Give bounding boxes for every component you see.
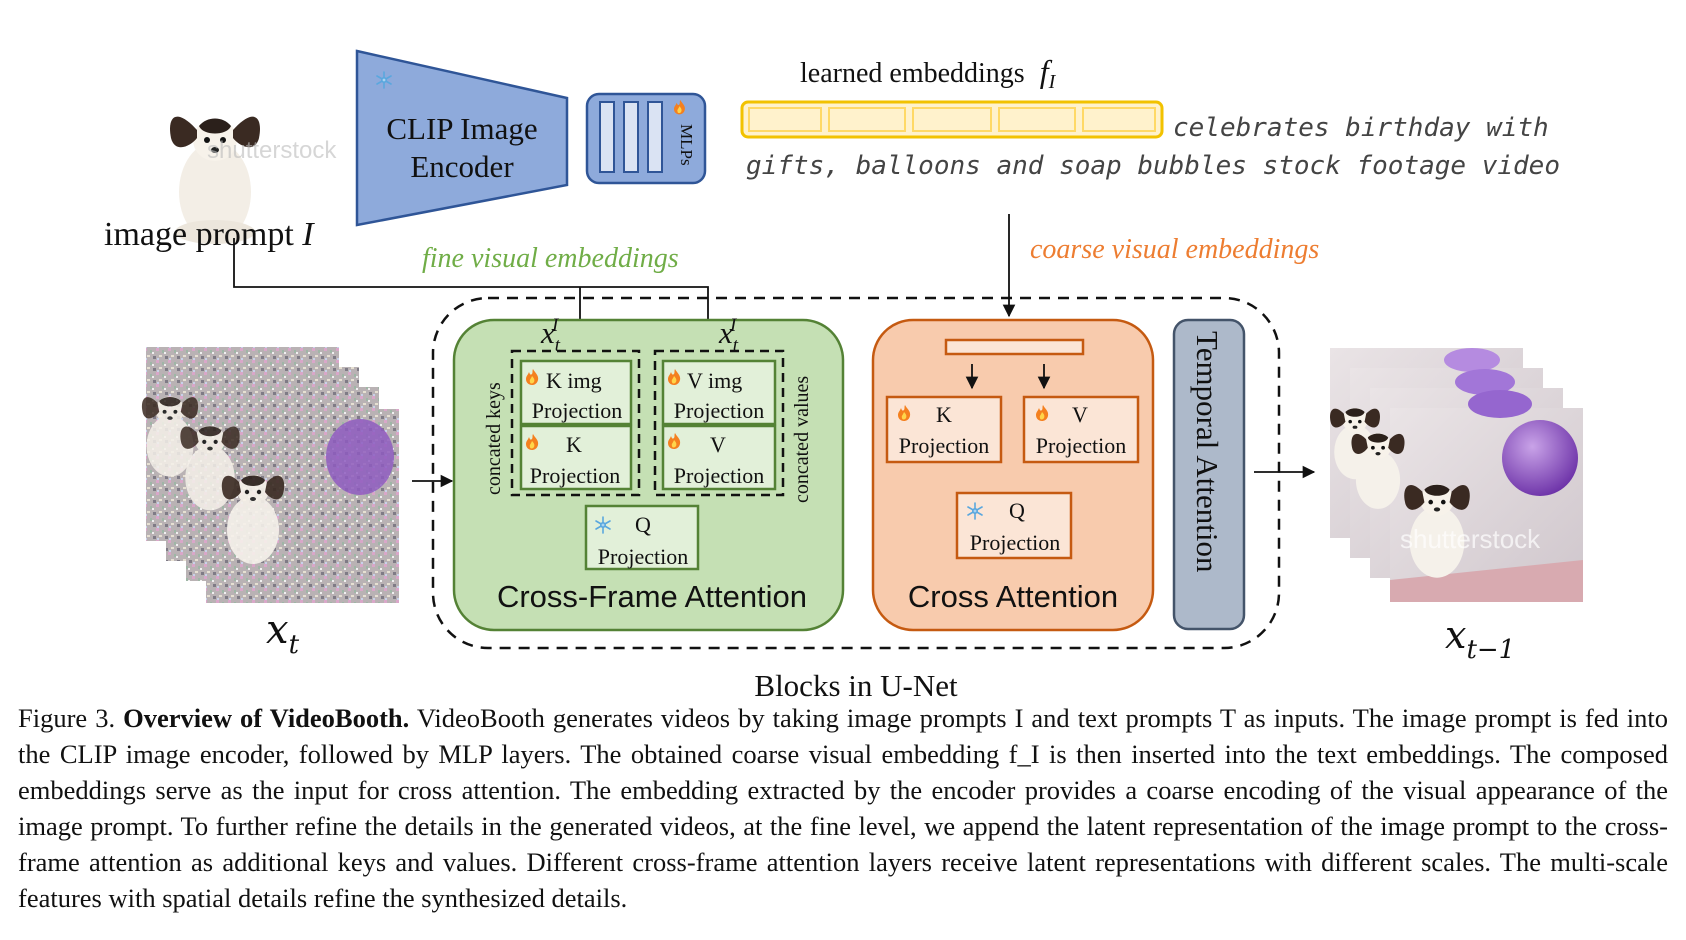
ca-q-projection: Q Projection — [955, 491, 1073, 560]
cross-attention-title: Cross Attention — [908, 579, 1118, 614]
output-watermark: shutterstock — [1400, 524, 1541, 554]
ca-v-projection: V Projection — [1022, 395, 1140, 464]
svg-text:V: V — [710, 432, 726, 457]
concated-keys-frame — [510, 349, 641, 497]
figure-caption-text: VideoBooth generates videos by taking im… — [18, 703, 1669, 913]
image-prompt-picture: shutterstock — [170, 116, 337, 244]
cross-frame-attention-block: Cross-Frame Attention xtI xtI concated k… — [452, 315, 845, 632]
svg-text:Q: Q — [1009, 498, 1025, 523]
unet-blocks-frame — [431, 296, 1281, 650]
svg-text:Projection: Projection — [530, 463, 620, 488]
composed-embedding-bar — [944, 338, 1085, 356]
svg-text:Projection: Projection — [899, 433, 989, 458]
svg-text:Q: Q — [635, 512, 651, 537]
svg-text:V: V — [1072, 402, 1088, 427]
learned-embeddings: learned embeddings fI — [740, 53, 1164, 139]
svg-text:K: K — [566, 432, 582, 457]
latent-label-keys: xtI — [540, 315, 561, 356]
v-img-projection: V img Projection — [661, 359, 777, 426]
concated-values-frame — [653, 349, 785, 497]
v-projection-frame: V Projection — [661, 424, 777, 491]
concated-values-label: concated values — [791, 376, 813, 503]
q-projection-frame: Q Projection — [584, 504, 700, 571]
svg-text:Projection: Projection — [674, 463, 764, 488]
output-frames-stack: shutterstock — [1330, 348, 1583, 602]
svg-text:Projection: Projection — [1036, 433, 1126, 458]
coarse-visual-embeddings-label: coarse visual embeddings — [1030, 234, 1319, 265]
clip-label-line2: Encoder — [410, 149, 514, 184]
videobooth-diagram: shutterstock image prompt I CLIP Image E… — [104, 49, 1583, 700]
ca-k-projection: K Projection — [885, 395, 1003, 464]
svg-text:Projection: Projection — [598, 544, 688, 569]
image-prompt-watermark: shutterstock — [207, 137, 337, 164]
temporal-attention-title: Temporal Attention — [1190, 331, 1225, 573]
noisy-latent-label: xt — [266, 607, 300, 660]
temporal-attention-block: Temporal Attention — [1172, 318, 1246, 631]
text-prompt-line2: gifts, balloons and soap bubbles stock f… — [746, 151, 1560, 181]
text-prompt-line1: celebrates birthday with — [1173, 113, 1549, 143]
svg-text:K img: K img — [546, 368, 602, 393]
latent-label-values: xtI — [718, 315, 739, 356]
svg-text:Projection: Projection — [674, 398, 764, 423]
noisy-frames-stack — [141, 347, 399, 603]
clip-image-encoder: CLIP Image Encoder — [355, 49, 569, 227]
k-img-projection: K img Projection — [519, 359, 633, 426]
clip-label-line1: CLIP Image — [386, 111, 537, 146]
concated-keys-label: concated keys — [483, 382, 505, 495]
mlp-label: MLPs — [677, 124, 696, 166]
svg-text:K: K — [936, 402, 952, 427]
output-label: xt−1 — [1445, 613, 1515, 665]
svg-text:V img: V img — [687, 368, 742, 393]
figure-caption: Figure 3. Overview of VideoBooth. VideoB… — [18, 700, 1668, 916]
unet-label: Blocks in U-Net — [754, 668, 958, 700]
cross-frame-attention-title: Cross-Frame Attention — [497, 579, 807, 614]
image-prompt-label: image prompt I — [104, 216, 315, 253]
mlp-block: MLPs — [585, 92, 707, 185]
cross-attention-block: Cross Attention K Projection V Projectio… — [871, 318, 1155, 632]
k-projection-frame: K Projection — [519, 424, 633, 491]
learned-embeddings-label: learned embeddings fI — [800, 53, 1057, 93]
svg-text:Projection: Projection — [970, 530, 1060, 555]
figure-number: Figure 3. — [18, 703, 116, 733]
svg-text:Projection: Projection — [532, 398, 622, 423]
fine-visual-embeddings-label: fine visual embeddings — [422, 243, 679, 274]
figure-title: Overview of VideoBooth. — [123, 703, 410, 733]
